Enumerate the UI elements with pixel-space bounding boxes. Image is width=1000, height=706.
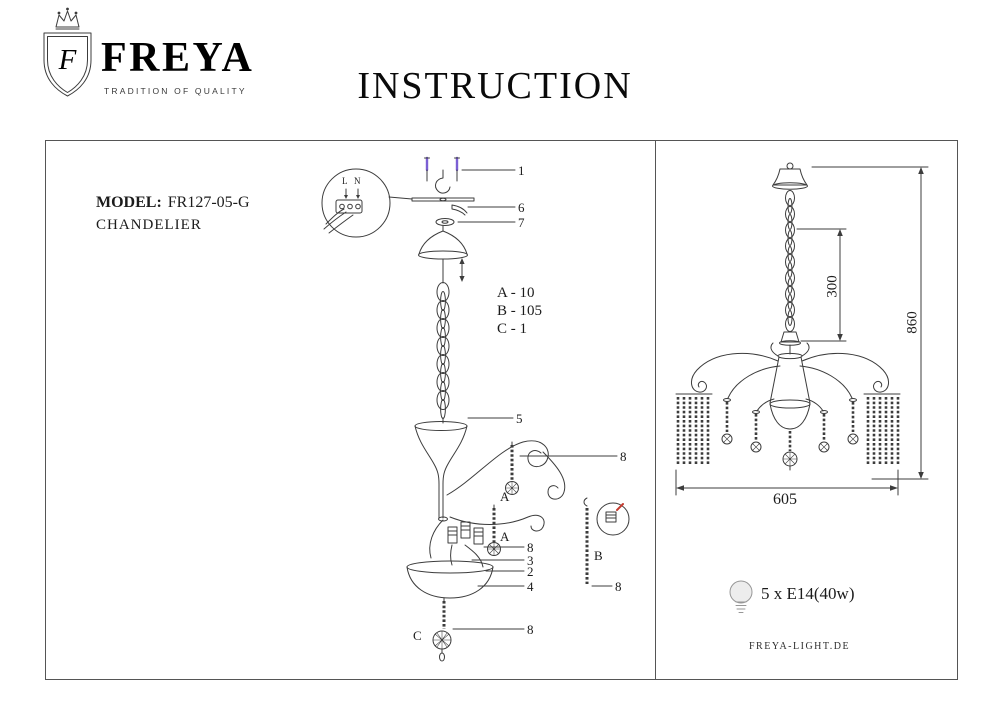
label-a-lower: A bbox=[500, 529, 510, 544]
brand-initial: F bbox=[58, 44, 77, 76]
dimension-chain-drop: 300 bbox=[824, 275, 841, 298]
brand-name: FREYA bbox=[101, 35, 255, 81]
callout-8-b-strand: 8 bbox=[615, 579, 622, 594]
page-title: INSTRUCTION bbox=[357, 65, 633, 107]
callout-8-sockets: 8 bbox=[527, 540, 534, 555]
bulb-icon bbox=[729, 580, 753, 613]
callout-3: 3 bbox=[527, 553, 534, 568]
brand-crest-icon bbox=[43, 7, 92, 97]
parts-count-b: B - 105 bbox=[497, 303, 542, 319]
assembled-view-drawing bbox=[675, 162, 929, 496]
wiring-live-label: L bbox=[342, 176, 348, 186]
label-b: B bbox=[594, 548, 603, 563]
brand-tagline: TRADITION OF QUALITY bbox=[104, 86, 247, 96]
website: FREYA-LIGHT.DE bbox=[749, 641, 851, 652]
dimension-total-height: 860 bbox=[904, 311, 921, 334]
callout-1: 1 bbox=[518, 163, 525, 178]
model-value: FR127-05-G bbox=[167, 194, 250, 211]
bulb-spec: 5 x E14(40w) bbox=[761, 584, 855, 603]
callout-8-bottom: 8 bbox=[527, 622, 534, 637]
callout-8-arm: 8 bbox=[620, 449, 627, 464]
wiring-neutral-label: N bbox=[354, 176, 361, 186]
label-c: C bbox=[413, 628, 422, 643]
callout-4: 4 bbox=[527, 579, 534, 594]
content-frame bbox=[45, 140, 958, 680]
model-label: MODEL: bbox=[96, 194, 162, 211]
callout-2: 2 bbox=[527, 564, 534, 579]
callout-5: 5 bbox=[516, 411, 523, 426]
label-a-upper: A bbox=[500, 489, 510, 504]
callout-7: 7 bbox=[518, 215, 525, 230]
dimension-width: 605 bbox=[773, 491, 797, 508]
exploded-view-drawing bbox=[321, 156, 630, 662]
parts-count-c: C - 1 bbox=[497, 321, 527, 337]
callout-6: 6 bbox=[518, 200, 525, 215]
model-line: MODEL: FR127-05-G bbox=[96, 194, 250, 212]
product-type: CHANDELIER bbox=[96, 217, 202, 233]
parts-count-a: A - 10 bbox=[497, 285, 535, 301]
frame-divider bbox=[655, 140, 656, 679]
